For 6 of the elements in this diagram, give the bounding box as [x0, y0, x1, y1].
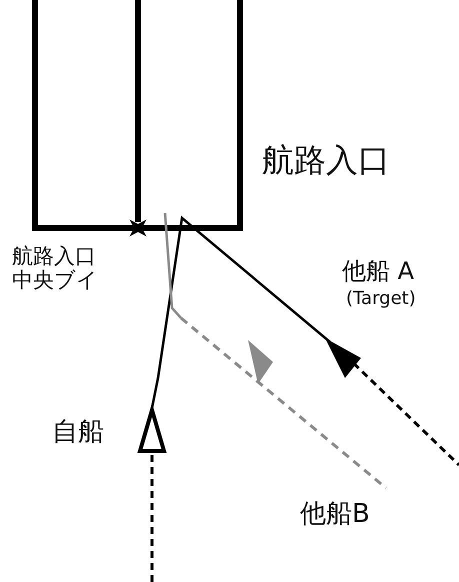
- ship-label: 他船 A: [342, 258, 414, 286]
- ship-label: 自船: [52, 418, 104, 448]
- area-label: 航路入口: [262, 142, 390, 179]
- buoy-label: 航路入口中央ブイ: [12, 244, 99, 292]
- ship-label: (Target): [346, 289, 416, 310]
- ship-label: 他船B: [300, 500, 370, 530]
